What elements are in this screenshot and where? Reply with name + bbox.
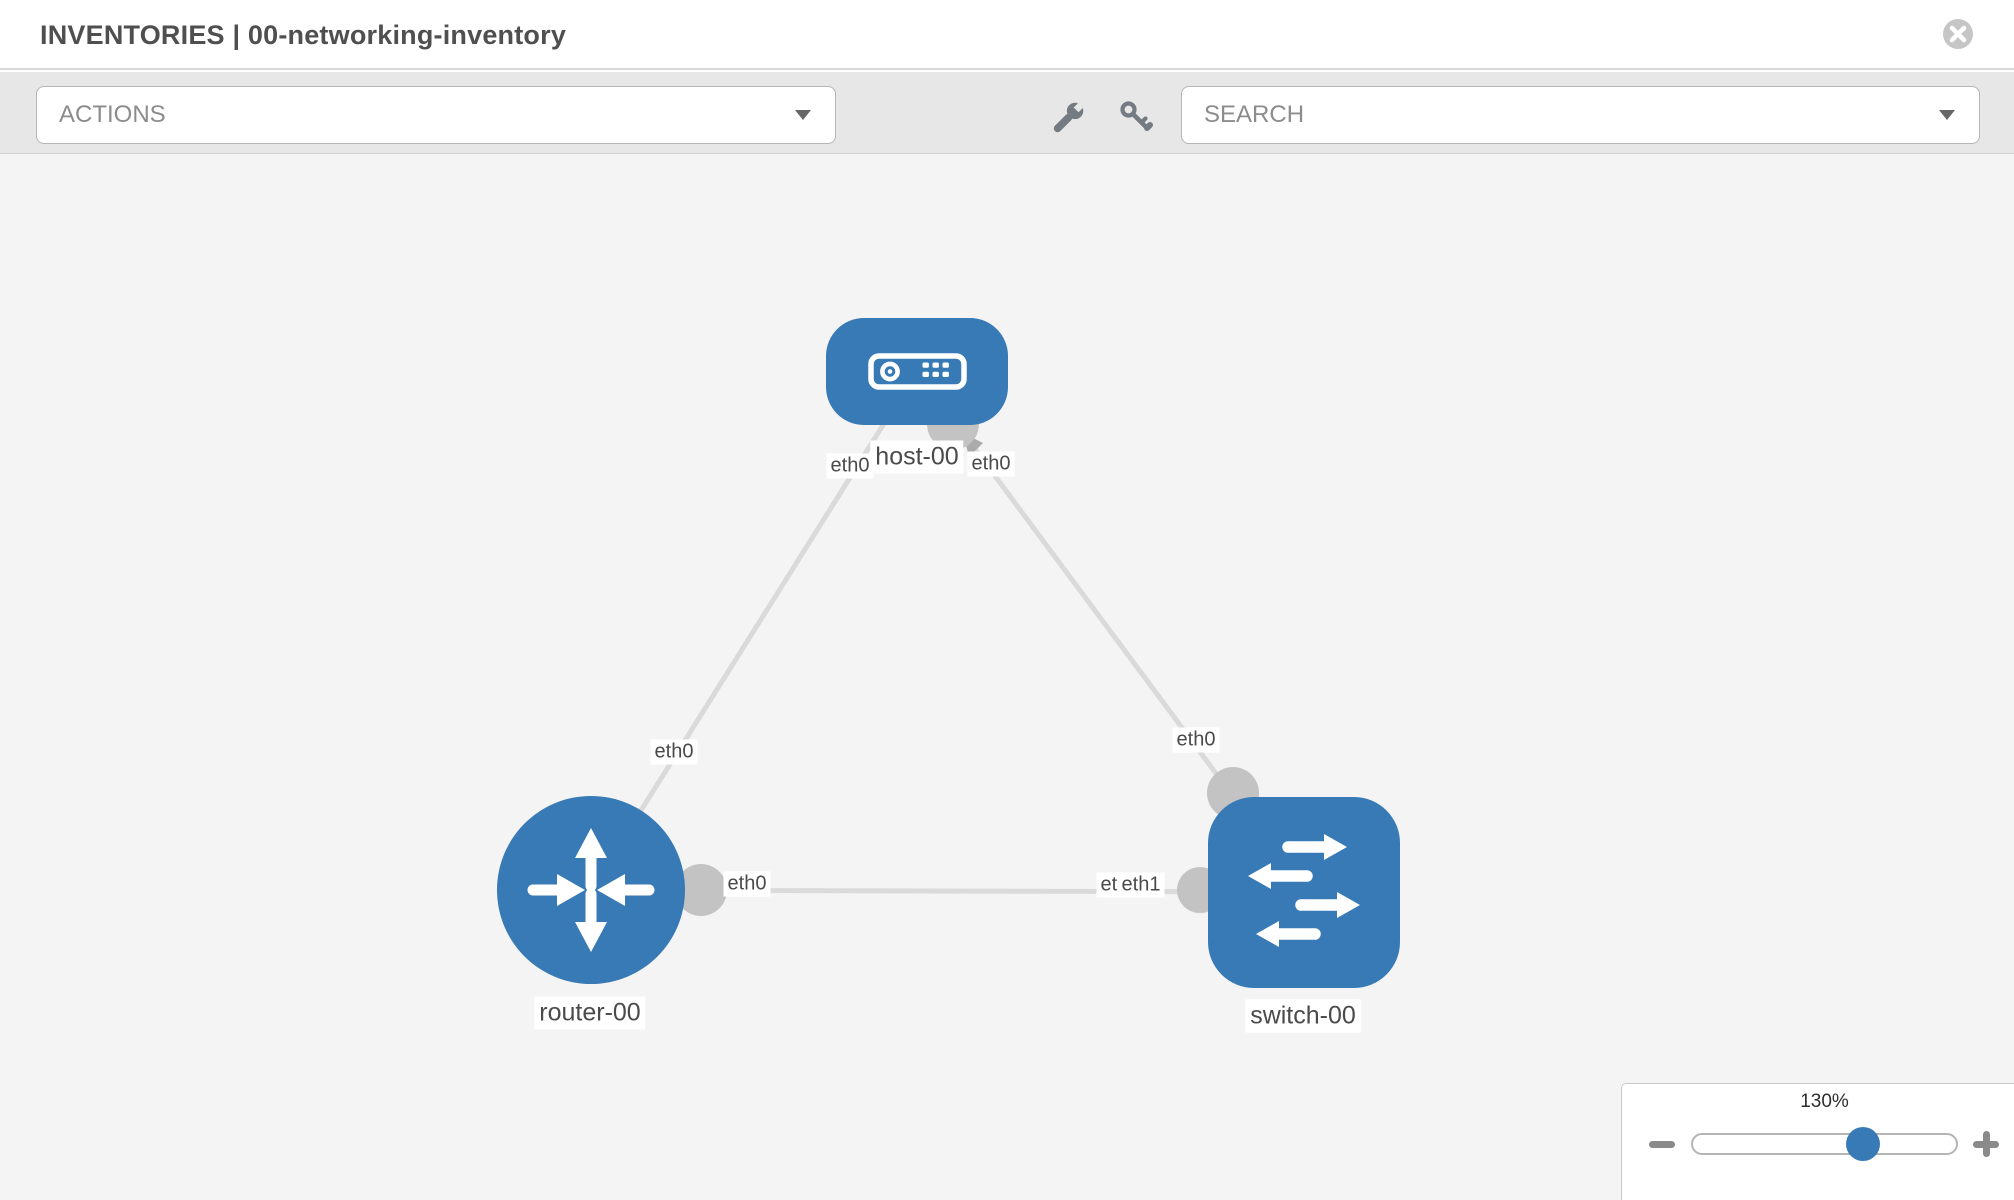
- topology-canvas[interactable]: eth0 eth0 eth0 eth0 eth1 eth0 eth0 host-…: [0, 154, 2014, 1200]
- minus-icon: [1649, 1141, 1675, 1148]
- close-button[interactable]: [1942, 18, 1974, 50]
- toolbar: ACTIONS: [0, 72, 2014, 154]
- actions-dropdown[interactable]: ACTIONS: [36, 86, 836, 144]
- links-layer: [588, 369, 1307, 916]
- zoom-panel: 130%: [1621, 1083, 2014, 1200]
- node-switch-00[interactable]: [1208, 797, 1400, 988]
- page-title: INVENTORIES | 00-networking-inventory: [40, 20, 567, 50]
- search-dropdown[interactable]: [1181, 86, 1980, 144]
- router-icon: [497, 828, 685, 988]
- host-icon: [826, 353, 1008, 429]
- node-label-switch: switch-00: [1245, 999, 1361, 1033]
- key-icon: [1114, 101, 1158, 142]
- zoom-level: 130%: [1800, 1091, 1849, 1112]
- zoom-slider[interactable]: [1691, 1133, 1958, 1155]
- actions-dropdown-label: ACTIONS: [59, 101, 166, 128]
- wrench-icon: [1046, 100, 1090, 142]
- interface-dot: [675, 864, 727, 916]
- interface-label: eth0: [650, 739, 698, 765]
- key-button[interactable]: [1114, 95, 1158, 139]
- close-icon: [1942, 19, 1974, 53]
- zoom-in-button[interactable]: [1970, 1128, 2002, 1160]
- search-input[interactable]: [1182, 101, 1939, 129]
- chevron-down-icon: [795, 110, 811, 120]
- plus-icon: [1982, 1131, 1990, 1157]
- chevron-down-icon: [1939, 110, 1955, 120]
- node-router-00[interactable]: [497, 796, 685, 984]
- interface-label: eth0: [826, 453, 874, 479]
- configure-button[interactable]: [1046, 95, 1090, 139]
- zoom-slider-handle[interactable]: [1846, 1127, 1880, 1161]
- header: INVENTORIES | 00-networking-inventory: [0, 0, 2014, 70]
- interface-label: eth0: [723, 871, 771, 897]
- interface-label: eth0: [967, 451, 1015, 477]
- node-host-00[interactable]: [826, 318, 1008, 425]
- switch-icon: [1208, 834, 1400, 992]
- node-label-router: router-00: [534, 996, 646, 1030]
- zoom-out-button[interactable]: [1646, 1128, 1678, 1160]
- interface-label: eth0: [1172, 727, 1220, 753]
- node-label-host: host-00: [870, 440, 964, 474]
- interface-label: eth1: [1117, 872, 1165, 898]
